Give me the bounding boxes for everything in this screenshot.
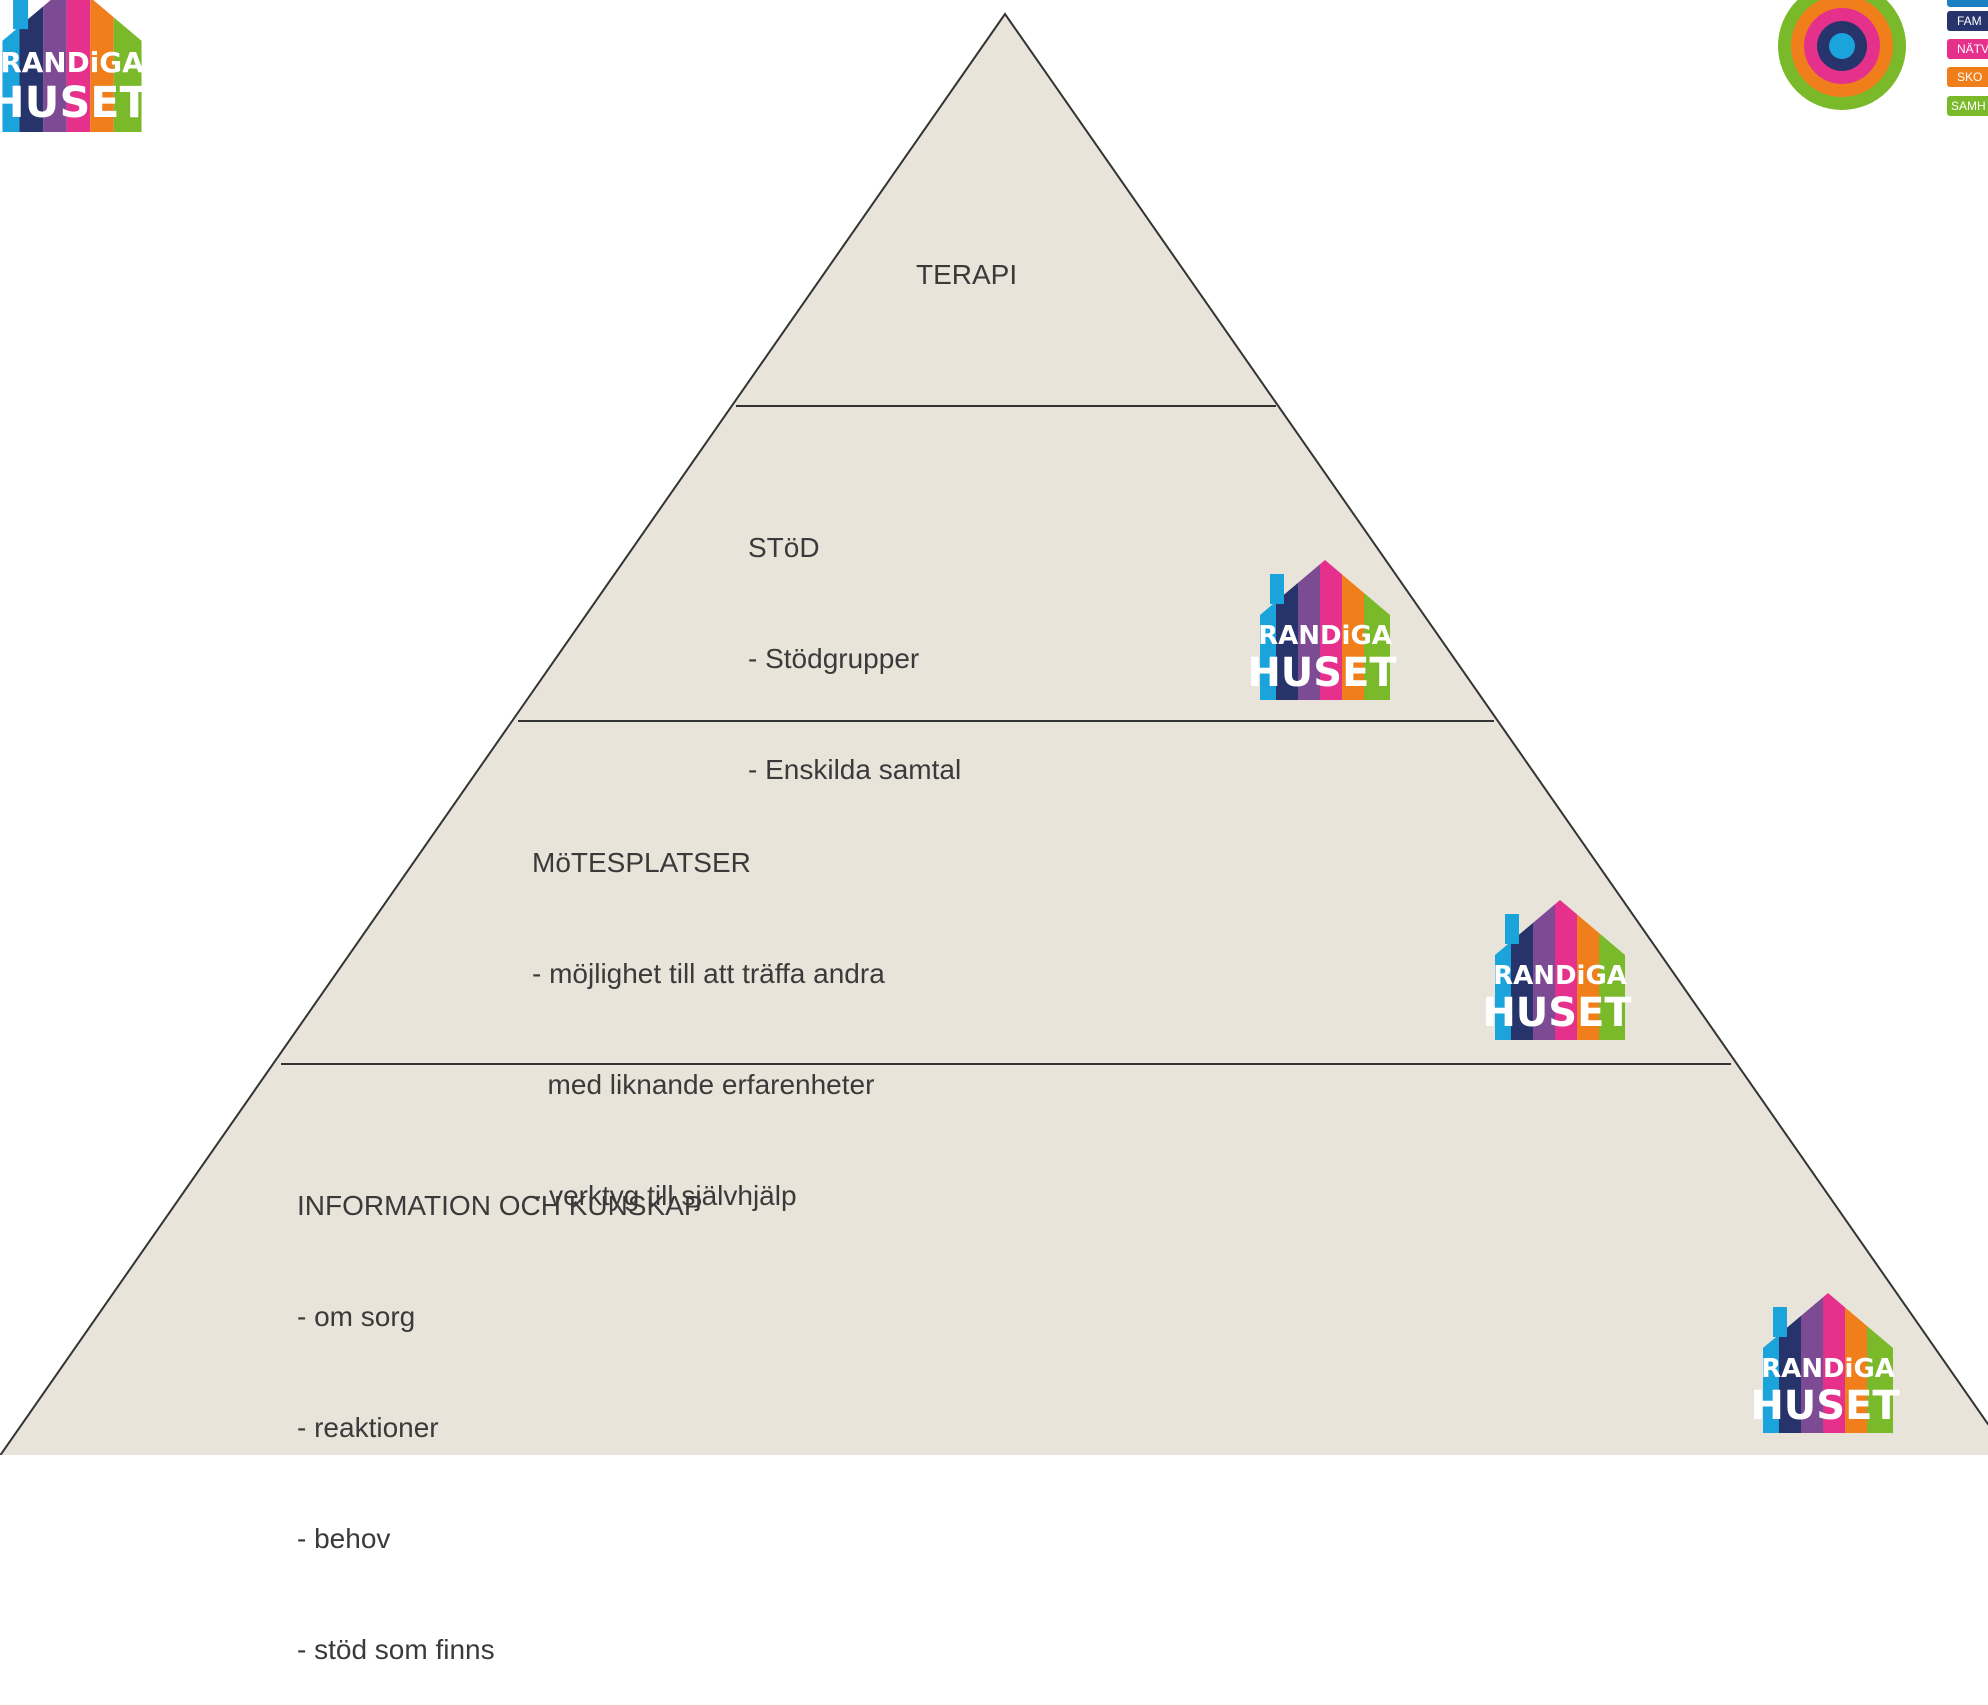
house-logo-icon: RANDiGA HUSET	[1750, 1293, 1900, 1433]
randiga-huset-logo-information: RANDiGA HUSET	[1749, 1293, 1907, 1438]
pyramid-diagram	[0, 12, 1988, 1455]
house-logo-icon: RANDiGA HUSET	[1482, 900, 1632, 1040]
side-tag-sko[interactable]: SKO	[1947, 67, 1988, 87]
level-terapi: TERAPI	[916, 182, 1017, 330]
svg-text:RANDiGA: RANDiGA	[1761, 1354, 1895, 1384]
svg-text:HUSET: HUSET	[1750, 1383, 1900, 1429]
svg-text:RANDiGA: RANDiGA	[1493, 961, 1627, 991]
level-item: - Stödgrupper	[748, 643, 920, 674]
house-logo-icon: RANDiGA HUSET	[0, 0, 149, 132]
side-tag-label: SKO	[1957, 70, 1983, 84]
level-information: INFORMATION OCH KUNSKAP - om sorg - reak…	[297, 1113, 703, 1705]
randiga-huset-logo-stod: RANDiGA HUSET	[1246, 560, 1404, 705]
side-tag-top[interactable]	[1947, 0, 1988, 7]
side-tag-fam[interactable]: FAM	[1947, 11, 1988, 31]
level-item: - reaktioner	[297, 1412, 439, 1443]
randiga-huset-logo-motesplatser: RANDiGA HUSET	[1481, 900, 1639, 1045]
level-item: - möjlighet till att träffa andra	[532, 958, 885, 989]
level-title: INFORMATION OCH KUNSKAP	[297, 1190, 703, 1221]
side-tag-samh[interactable]: SAMH	[1947, 96, 1988, 116]
level-item: - verktyg till självhjälp	[532, 1180, 797, 1211]
svg-text:RANDiGA: RANDiGA	[0, 46, 144, 79]
level-item: - Enskilda samtal	[748, 754, 962, 785]
level-item: - stöd som finns	[297, 1634, 495, 1665]
randiga-huset-logo-topleft: RANDiGA HUSET	[0, 0, 158, 137]
level-motesplatser: MöTESPLATSER - möjlighet till att träffa…	[532, 770, 885, 1251]
target-rings-icon	[1778, 0, 1906, 110]
level-title: TERAPI	[916, 259, 1018, 290]
svg-text:HUSET: HUSET	[1247, 650, 1397, 696]
level-title: STöD	[748, 532, 820, 563]
level-title: MöTESPLATSER	[532, 847, 751, 878]
side-tag-label: FAM	[1957, 14, 1982, 28]
svg-text:HUSET: HUSET	[0, 78, 149, 128]
pyramid-shape	[0, 12, 1988, 1455]
side-tag-label: SAMH	[1951, 99, 1986, 113]
level-item: - behov	[297, 1523, 391, 1554]
side-tag-natv[interactable]: NÄTV	[1947, 39, 1988, 59]
level-item: med liknande erfarenheter	[532, 1069, 875, 1100]
svg-text:HUSET: HUSET	[1482, 990, 1632, 1036]
side-tag-label: NÄTV	[1957, 42, 1988, 56]
house-logo-icon: RANDiGA HUSET	[1247, 560, 1397, 700]
level-stod: STöD - Stödgrupper - Enskilda samtal	[748, 455, 961, 825]
svg-text:RANDiGA: RANDiGA	[1258, 621, 1392, 651]
level-item: - om sorg	[297, 1301, 416, 1332]
